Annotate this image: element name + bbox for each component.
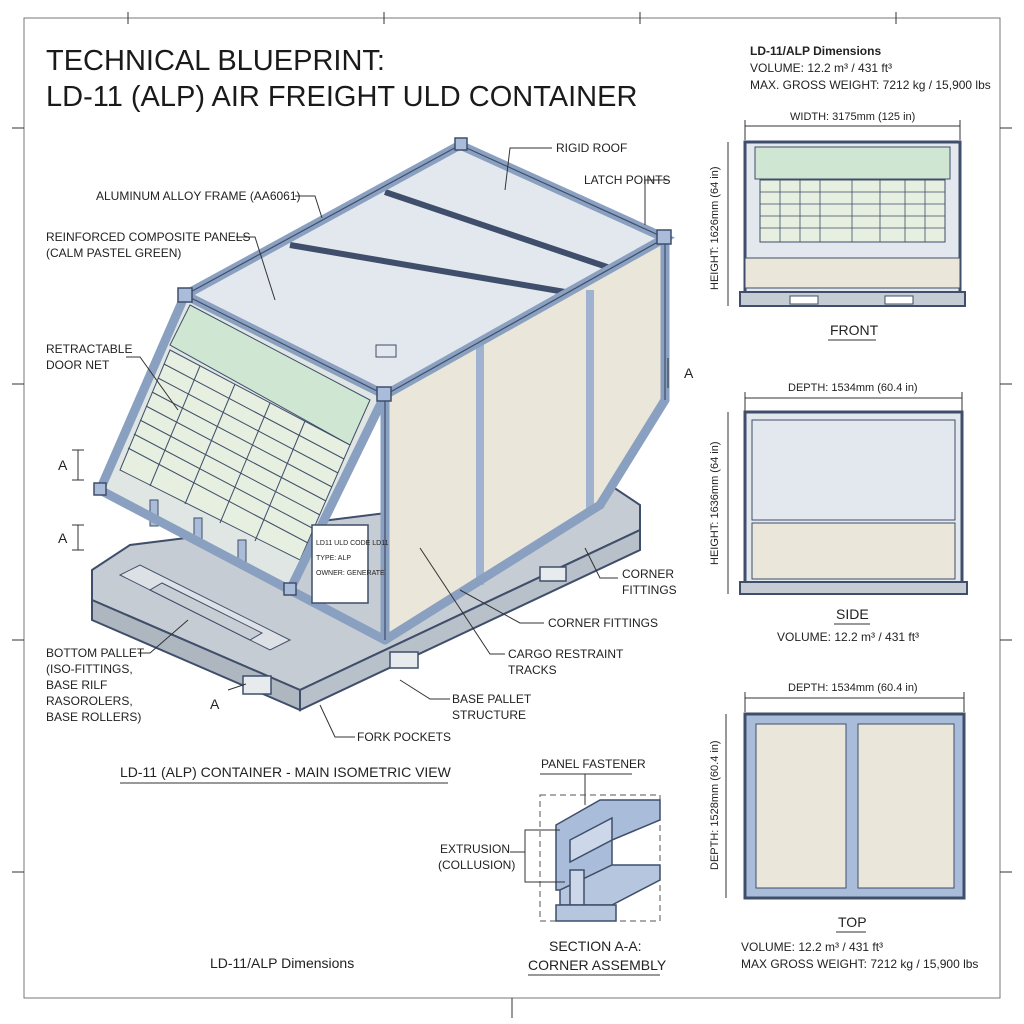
section-marker-a: A [58,530,68,546]
top-view-label: TOP [838,914,867,930]
front-door-net [759,179,946,243]
callout-cargo-tracks-line-2: TRACKS [508,663,557,677]
callout-bottom-pallet-line-3: BASE RILF [46,678,107,692]
side-pallet [739,581,968,595]
corner-fittings [93,137,672,596]
callout-fork-pockets: FORK POCKETS [357,730,451,744]
front-fork-pocket [789,295,819,305]
roof-rib [384,189,611,271]
fork-pocket [539,566,567,582]
fork-pocket [242,675,272,695]
section-marker-a: A [210,696,220,712]
front-net-grid [760,180,945,242]
front-fork-pocket [884,295,914,305]
callout-base-structure-line-2: STRUCTURE [452,708,526,722]
spec-heading: LD-11/ALP Dimensions [750,44,881,58]
callout-aluminum-frame: ALUMINUM ALLOY FRAME (AA6061) [96,189,301,203]
placard-line-1: LD11 ULD CODE LD11 [316,540,389,547]
callout-composite-panels-note: (CALM PASTEL GREEN) [46,246,181,260]
side-view-label: SIDE [836,606,869,622]
callout-bottom-pallet-line-4: RASOROLERS, [46,694,133,708]
section-title: SECTION A-A: [549,938,642,954]
front-height-dim: HEIGHT: 1626mm (64 in) [709,167,721,290]
isometric-caption: LD-11 (ALP) CONTAINER - MAIN ISOMETRIC V… [120,764,452,780]
section-marker-a: A [58,457,68,473]
top-view: DEPTH: 1534mm (60.4 in) DEPTH: 1528mm (6… [709,682,978,971]
callout-corner-fittings: CORNER [622,567,674,581]
callout-rigid-roof: RIGID ROOF [556,141,627,155]
side-depth-dim: DEPTH: 1534mm (60.4 in) [788,382,918,394]
spec-volume: VOLUME: 12.2 m³ / 431 ft³ [750,61,892,75]
callout-bottom-pallet-line-5: BASE ROLLERS) [46,710,141,724]
pallet-roller-track [148,582,264,641]
side-view: DEPTH: 1534mm (60.4 in) HEIGHT: 1636mm (… [709,382,968,644]
callout-bottom-pallet-line-2: (ISO-FITTINGS, [46,662,133,676]
callout-corner-fittings-line-2: FITTINGS [622,583,677,597]
top-depth-dim: DEPTH: 1534mm (60.4 in) [788,682,918,694]
callout-door-net: RETRACTABLE [46,342,132,356]
side-upper-panel [751,419,956,521]
front-view: WIDTH: 3175mm (125 in) HEIGHT: 1626mm (6… [709,111,966,341]
placard-line-3: OWNER: GENERATE [316,570,385,577]
title-line-2: LD-11 (ALP) AIR FREIGHT ULD CONTAINER [46,81,637,113]
leader-lines [126,147,668,738]
side-volume: VOLUME: 12.2 m³ / 431 ft³ [777,630,919,644]
border-ticks [12,12,1012,1018]
section-subtitle: CORNER ASSEMBLY [528,957,667,973]
corner-extrusion [555,799,661,922]
roof-marker [375,344,397,358]
section-panel-fastener: PANEL FASTENER [541,757,646,771]
placard-line-2: TYPE: ALP [316,555,351,562]
section-extrusion-note: (COLLUSION) [438,858,515,872]
callout-door-net-line-2: DOOR NET [46,358,110,372]
top-max-weight: MAX GROSS WEIGHT: 7212 kg / 15,900 lbs [741,957,978,971]
title-line-1: TECHNICAL BLUEPRINT: [46,45,385,77]
uld-placard [311,524,369,604]
section-marker-a: A [684,365,694,381]
side-height-dim: HEIGHT: 1636mm (64 in) [709,442,721,565]
top-volume: VOLUME: 12.2 m³ / 431 ft³ [741,940,883,954]
dimension-markers [72,358,669,691]
section-extrusion: EXTRUSION [440,842,510,856]
side-lower-panel [751,522,956,580]
callout-bottom-pallet: BOTTOM PALLET [46,646,145,660]
top-depth-vertical-dim: DEPTH: 1528mm (60.4 in) [709,740,721,870]
front-green-panel [754,146,951,180]
callout-base-structure: BASE PALLET [452,692,532,706]
callout-composite-panels: REINFORCED COMPOSITE PANELS [46,230,250,244]
bottom-dimensions-caption: LD-11/ALP Dimensions [210,955,354,971]
roof-rib [289,242,566,295]
isometric-view: LD11 ULD CODE LD11 TYPE: ALP OWNER: GENE… [58,137,694,738]
callout-corner-fittings-lower: CORNER FITTINGS [548,616,658,630]
section-a-a: PANEL FASTENER EXTRUSION (COLLUSION) SEC… [438,757,667,976]
front-lower-panel [744,257,961,289]
front-width-dim: WIDTH: 3175mm (125 in) [790,111,915,123]
callout-cargo-tracks: CARGO RESTRAINT [508,647,624,661]
front-pallet [739,291,966,307]
front-view-label: FRONT [830,322,879,338]
fork-pocket [389,651,419,669]
spec-max-weight: MAX. GROSS WEIGHT: 7212 kg / 15,900 lbs [750,78,991,92]
top-panel-left [755,723,847,889]
callout-latch-points: LATCH POINTS [584,173,670,187]
top-panel-right [857,723,955,889]
